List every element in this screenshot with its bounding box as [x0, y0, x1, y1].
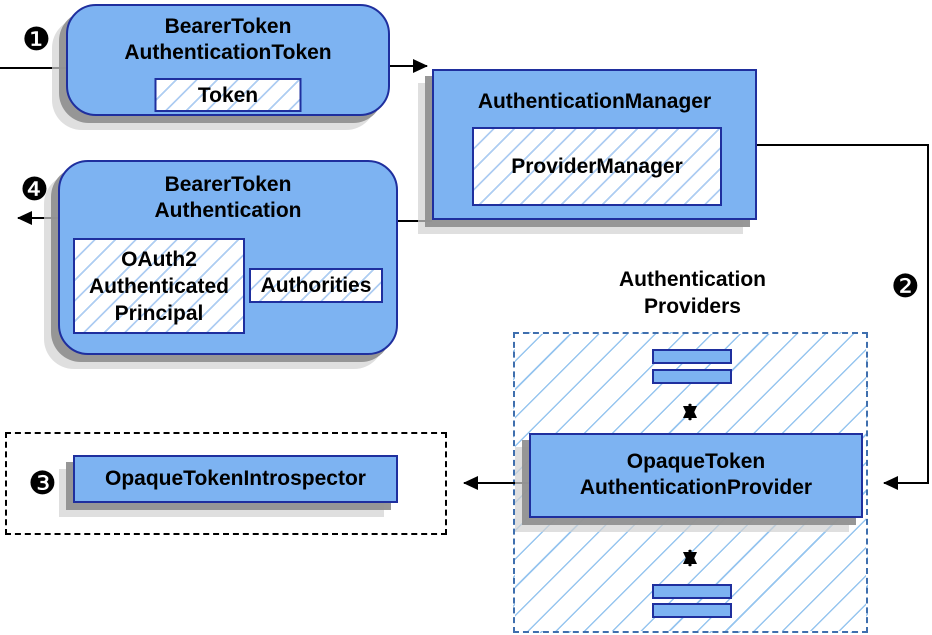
authorities-box: Authorities [249, 268, 383, 303]
opaque-token-authentication-provider-node: OpaqueToken AuthenticationProvider [529, 433, 863, 518]
provider-stack-bar [652, 584, 732, 599]
step-1-badge: ❶ [22, 20, 51, 58]
node-title: BearerToken Authentication [154, 173, 302, 222]
oauth2-authenticated-principal-label: OAuth2 Authenticated Principal [88, 247, 229, 325]
token-label: Token [197, 83, 259, 107]
node-title: BearerToken AuthenticationToken [124, 15, 332, 64]
step-4-badge: ❹ [20, 170, 49, 208]
bearer-token-authentication-token-node: BearerToken AuthenticationToken Token [66, 4, 390, 116]
oauth2-authenticated-principal-box: OAuth2 Authenticated Principal [73, 238, 245, 334]
node-title: OpaqueToken AuthenticationProvider [579, 450, 813, 499]
opaque-token-introspector-node: OpaqueTokenIntrospector [73, 455, 398, 503]
step-2-badge: ❷ [891, 267, 920, 305]
step-3-badge: ❸ [28, 464, 57, 502]
provider-manager-box: ProviderManager [472, 127, 722, 206]
opaque-token-introspector-label: OpaqueTokenIntrospector [105, 467, 366, 490]
node-title: AuthenticationManager [477, 90, 712, 113]
provider-stack-bar [652, 349, 732, 364]
provider-manager-label: ProviderManager [511, 155, 683, 178]
token-box: Token [154, 78, 302, 112]
authentication-manager-node: AuthenticationManager ProviderManager [432, 69, 757, 220]
provider-stack-bar [652, 603, 732, 618]
authentication-providers-label: Authentication Providers [619, 268, 766, 318]
authorities-label: Authorities [260, 274, 372, 297]
manager-to-provider-arrow [757, 144, 929, 490]
provider-stack-bar [652, 369, 732, 384]
bearer-token-authentication-node: BearerToken Authentication OAuth2 Authen… [58, 160, 398, 355]
